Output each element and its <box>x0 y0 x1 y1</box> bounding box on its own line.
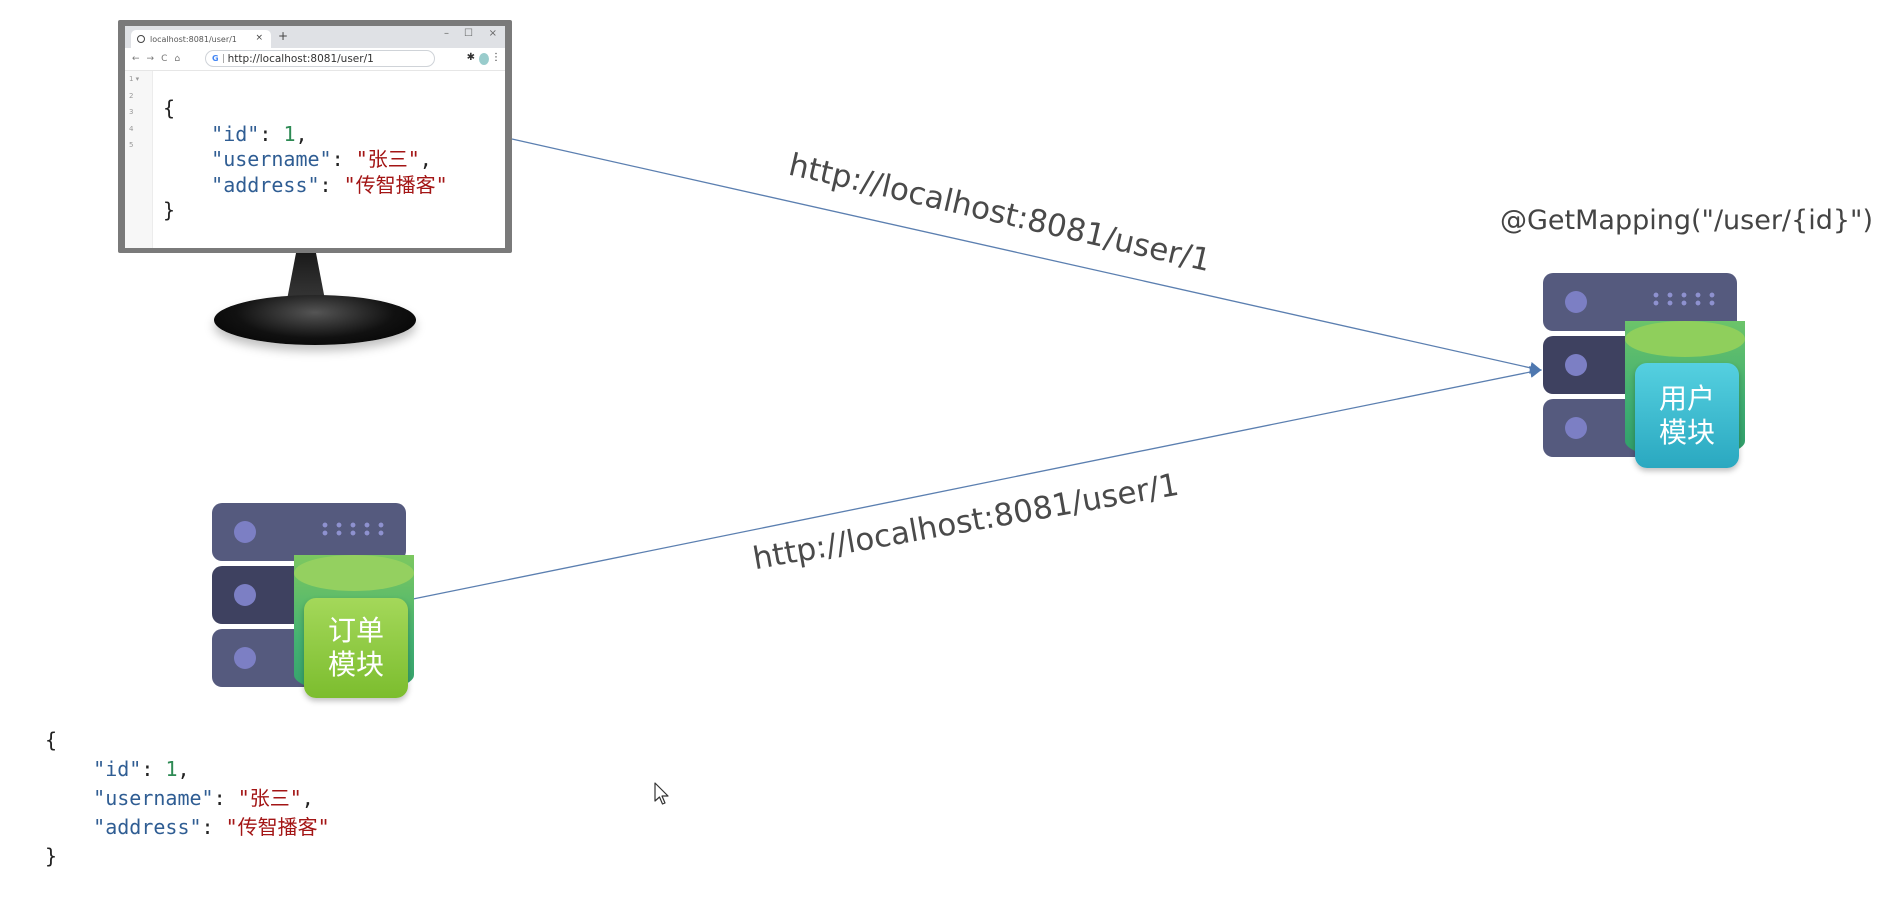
server-rack-unit <box>212 503 406 561</box>
address-url: http://localhost:8081/user/1 <box>227 52 374 65</box>
order-module-card: 订单 模块 <box>304 598 408 698</box>
close-window-button[interactable]: × <box>488 28 497 39</box>
monitor-base <box>214 295 416 345</box>
database-cylinder-top <box>294 555 414 591</box>
browser-toolbar: ← → C ⌂ G http://localhost:8081/user/1 ✱… <box>125 48 505 71</box>
browser-tab[interactable]: localhost:8081/user/1 × <box>131 30 271 48</box>
home-button[interactable]: ⌂ <box>174 54 181 64</box>
json-value: "张三" <box>237 786 302 810</box>
json-value: "传智播客" <box>343 172 448 197</box>
order-module-server: 订单 模块 <box>212 503 422 703</box>
json-value: 1 <box>283 121 296 146</box>
browser-window: localhost:8081/user/1 × + – ☐ × ← → C ⌂ … <box>125 26 505 248</box>
json-brace: { <box>45 728 58 752</box>
maximize-button[interactable]: ☐ <box>464 28 473 39</box>
profile-avatar-icon[interactable] <box>479 53 489 65</box>
server-led-icon <box>234 521 256 543</box>
json-key: "username" <box>211 147 332 171</box>
reload-button[interactable]: C <box>161 54 168 64</box>
json-key: "address" <box>93 815 202 839</box>
extension-icon[interactable]: ✱ <box>466 52 475 63</box>
tab-title: localhost:8081/user/1 <box>150 34 237 44</box>
line-number: 2 <box>129 91 134 100</box>
line-number: 4 <box>129 124 134 133</box>
menu-icon[interactable]: ⋮ <box>491 52 501 63</box>
server-vent-icon <box>1649 291 1719 307</box>
json-brace: } <box>45 844 58 868</box>
mouse-cursor-icon <box>654 782 669 805</box>
json-value: "传智播客" <box>225 815 330 839</box>
back-button[interactable]: ← <box>132 54 140 64</box>
json-key: "username" <box>93 786 214 810</box>
arrow-browser-to-user-module <box>511 138 1542 374</box>
json-brace: } <box>163 198 176 222</box>
line-number: 1 ▾ <box>129 75 140 83</box>
request-url-label-bottom: http://localhost:8081/user/1 <box>750 466 1182 578</box>
user-module-server: 用户 模块 <box>1543 273 1753 473</box>
json-brace: { <box>163 96 176 120</box>
user-module-label-line2: 模块 <box>1658 415 1715 449</box>
user-module-card: 用户 模块 <box>1635 363 1739 468</box>
json-key: "id" <box>93 757 142 781</box>
json-key: "id" <box>211 121 260 146</box>
json-value: 1 <box>165 757 178 781</box>
new-tab-button[interactable]: + <box>278 29 289 43</box>
globe-icon <box>137 35 145 43</box>
order-module-label-line1: 订单 <box>327 614 384 647</box>
server-led-icon <box>234 584 256 606</box>
database-cylinder-top <box>1625 321 1745 357</box>
tab-close-icon[interactable]: × <box>255 33 263 43</box>
line-number: 3 <box>129 108 134 116</box>
line-number-gutter: 1 ▾ 2 3 4 5 <box>125 71 153 248</box>
google-icon: G <box>212 54 224 63</box>
minimize-button[interactable]: – <box>444 28 449 39</box>
json-response-view: { "id": 1, "username": "张三", "address": … <box>163 96 448 222</box>
forward-button[interactable]: → <box>146 54 155 64</box>
address-bar[interactable]: G http://localhost:8081/user/1 <box>205 50 435 67</box>
server-led-icon <box>1565 354 1587 376</box>
monitor: localhost:8081/user/1 × + – ☐ × ← → C ⌂ … <box>118 20 512 253</box>
get-mapping-annotation: @GetMapping("/user/{id}") <box>1500 205 1873 236</box>
server-led-icon <box>1565 291 1587 313</box>
line-number: 5 <box>129 141 134 149</box>
order-module-json-response: { "id": 1, "username": "张三", "address": … <box>45 728 330 868</box>
request-url-label-top: http://localhost:8081/user/1 <box>785 146 1215 280</box>
server-vent-icon <box>318 521 388 537</box>
tab-strip: localhost:8081/user/1 × + – ☐ × <box>125 26 505 48</box>
server-led-icon <box>1565 417 1587 439</box>
server-led-icon <box>234 647 256 669</box>
json-key: "address" <box>211 172 320 197</box>
arrow-order-to-user-module <box>412 366 1542 600</box>
json-value: "张三" <box>355 147 420 171</box>
order-module-label-line2: 模块 <box>327 648 384 681</box>
user-module-label-line1: 用户 <box>1658 381 1715 415</box>
